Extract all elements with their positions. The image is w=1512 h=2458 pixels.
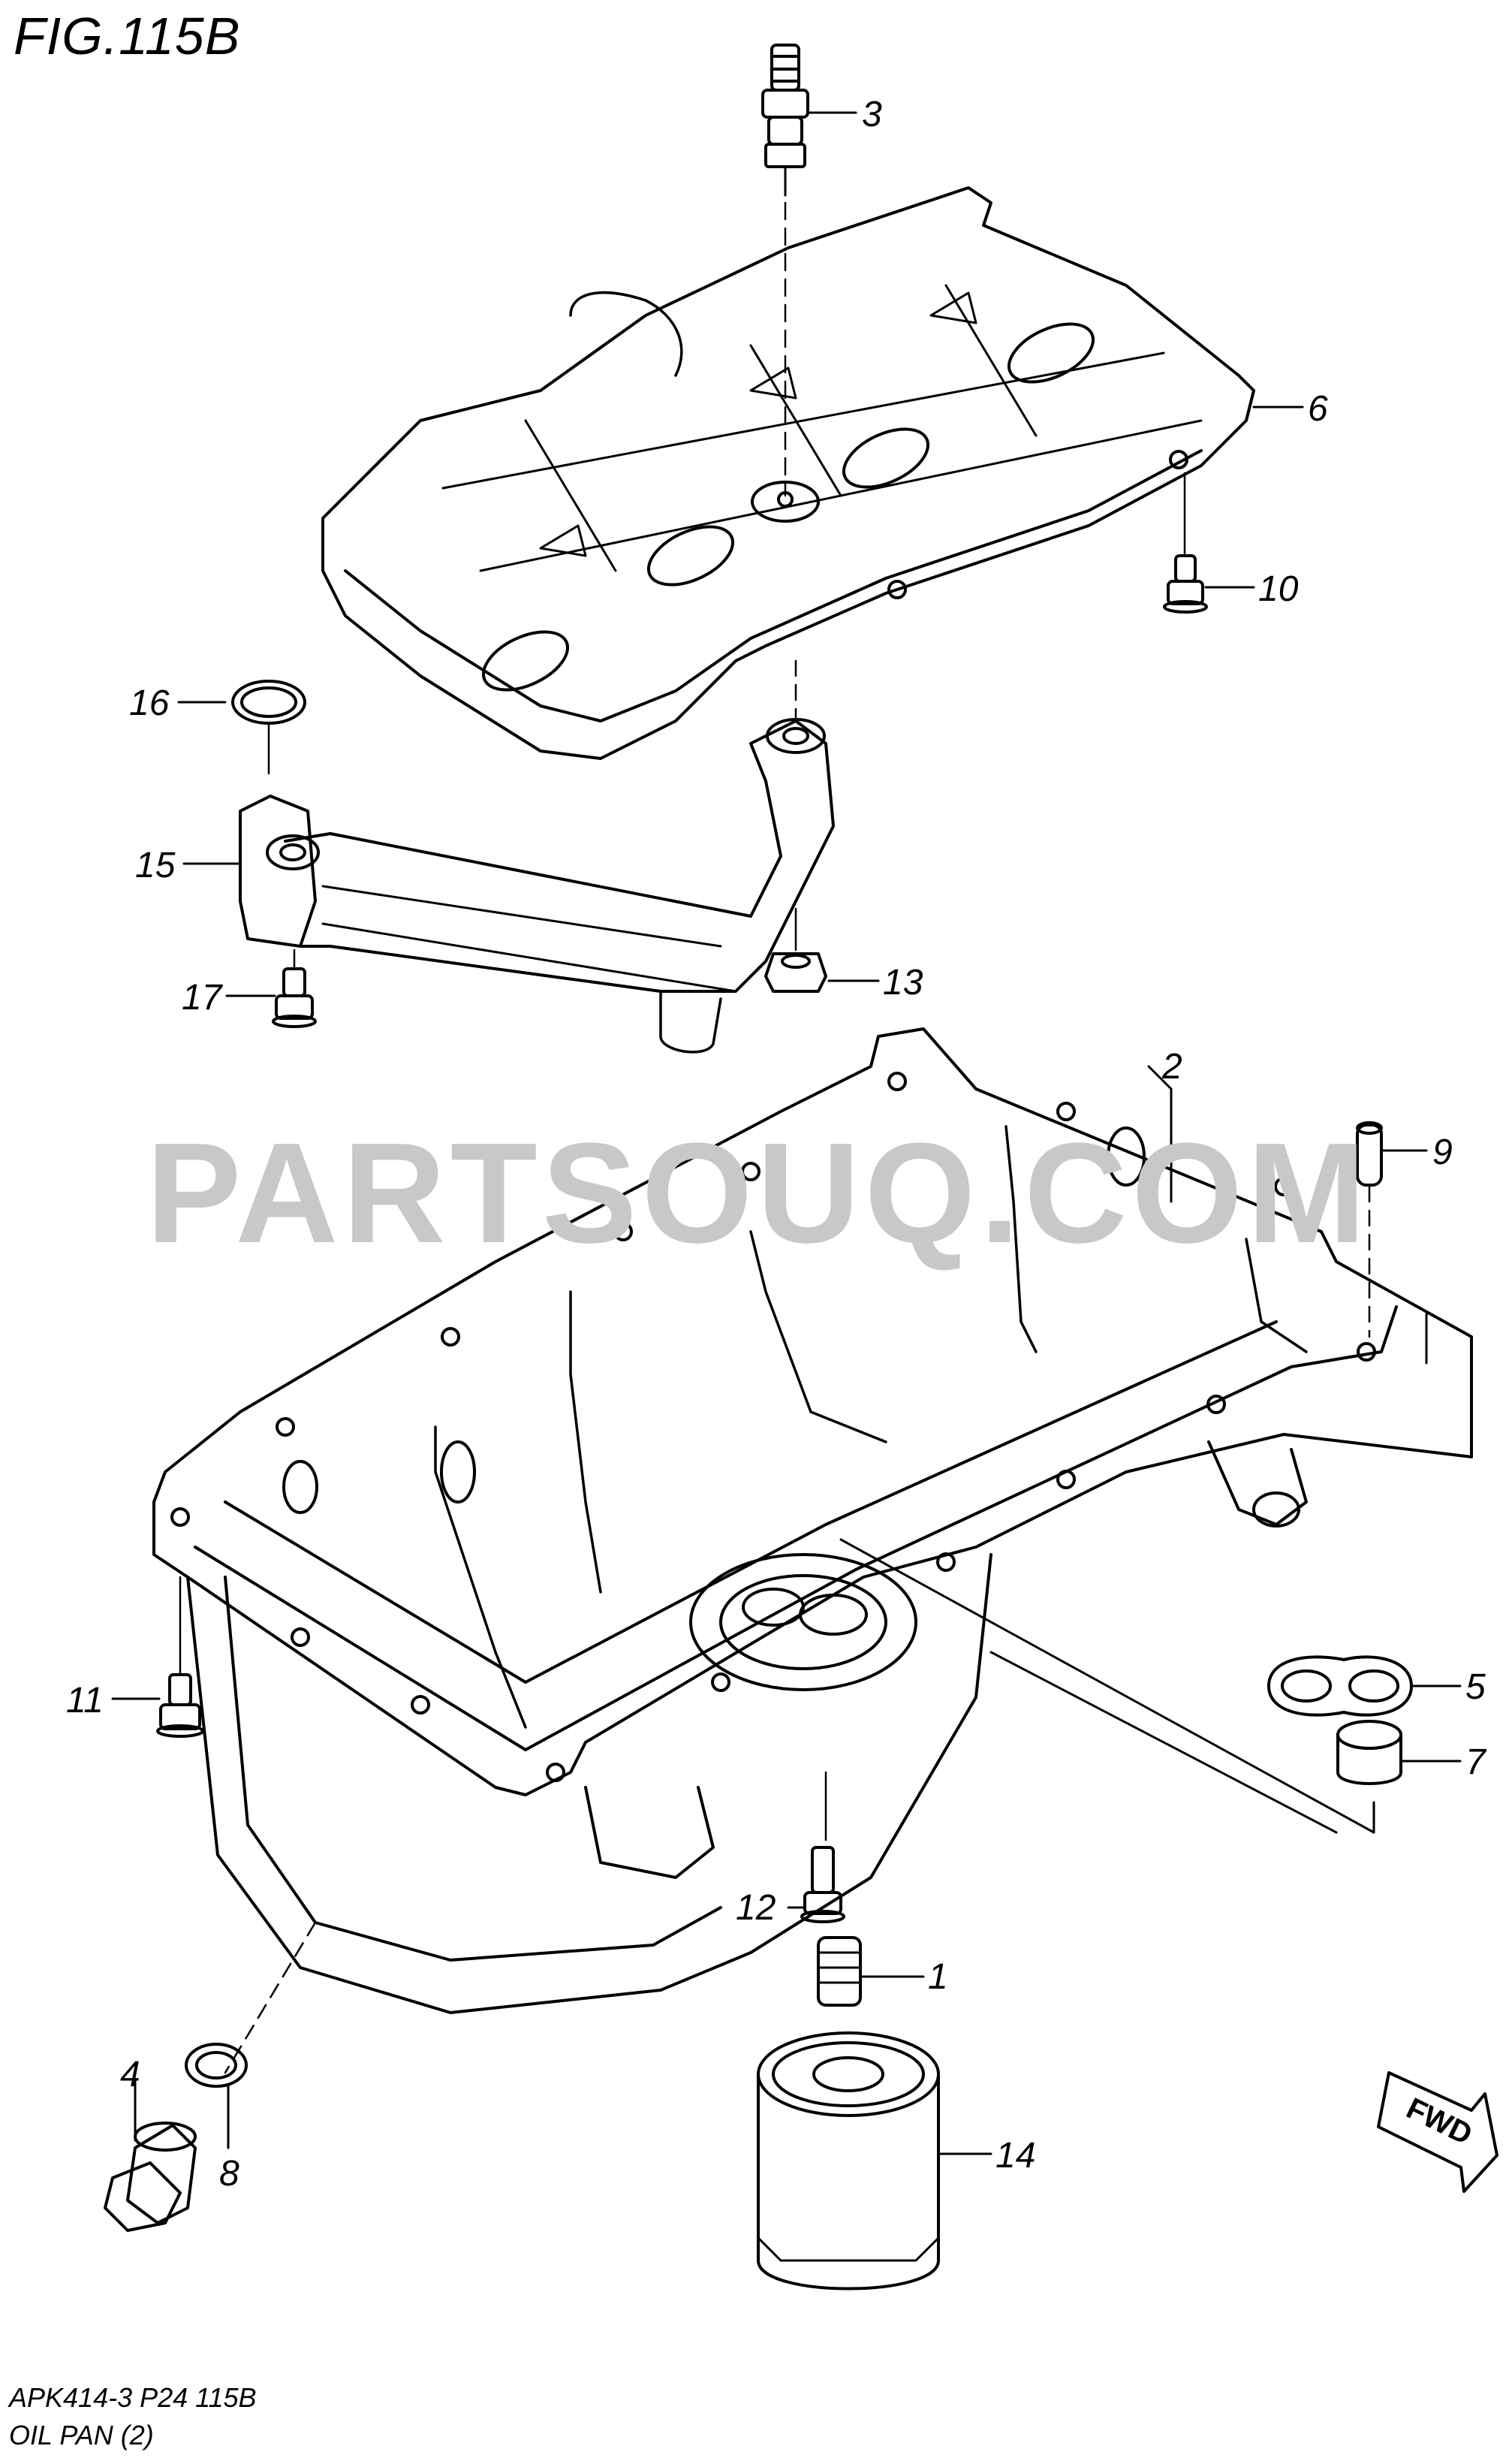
callout-10: 10: [1258, 569, 1299, 609]
part-11-bolt[interactable]: [156, 1673, 204, 1738]
part-10-bolt[interactable]: [1163, 554, 1208, 614]
figure-title: FIG.115B: [14, 7, 241, 65]
part-4-drain-plug[interactable]: [104, 2122, 197, 2232]
callout-7: 7: [1465, 1742, 1487, 1782]
callout-8: 8: [219, 2154, 239, 2194]
part-14-oil-filter[interactable]: [757, 2031, 940, 2291]
part-5-gasket[interactable]: [1267, 1655, 1413, 1717]
callout-6: 6: [1308, 389, 1328, 429]
callout-15: 15: [135, 846, 176, 885]
figure-code: APK414-3 P24 115B: [9, 2382, 257, 2413]
callout-13: 13: [883, 963, 923, 1003]
part-1-union-bolt[interactable]: [817, 1936, 862, 2007]
part-6-under-cover[interactable]: [321, 186, 1255, 760]
callout-5: 5: [1465, 1667, 1486, 1707]
callout-3: 3: [862, 95, 882, 134]
part-7-cap[interactable]: [1336, 1720, 1402, 1785]
callout-12: 12: [736, 1888, 776, 1928]
part-16-o-ring[interactable]: [231, 680, 306, 725]
part-2-oil-pan[interactable]: [152, 1027, 1473, 2014]
part-13-nut[interactable]: [764, 952, 827, 993]
part-9-dowel-pin[interactable]: [1356, 1121, 1383, 1187]
part-3-stud-bolt[interactable]: [761, 44, 809, 197]
part-17-bolt[interactable]: [272, 967, 317, 1028]
watermark: PARTSOUQ.COM: [146, 1114, 1371, 1273]
callout-11: 11: [66, 1681, 104, 1721]
callout-1: 1: [928, 1957, 948, 1997]
figure-name: OIL PAN (2): [9, 2420, 154, 2450]
callout-16: 16: [129, 683, 170, 723]
fwd-direction-arrow: FWD: [1377, 2071, 1498, 2193]
callout-17: 17: [182, 978, 224, 1018]
part-8-gasket[interactable]: [185, 2043, 248, 2088]
callout-14: 14: [995, 2136, 1035, 2176]
callout-2: 2: [1161, 1047, 1182, 1087]
part-12-bolt[interactable]: [800, 1846, 845, 1923]
callout-4: 4: [120, 2055, 140, 2095]
callout-9: 9: [1432, 1132, 1453, 1172]
part-15-oil-strainer[interactable]: [239, 718, 835, 1054]
